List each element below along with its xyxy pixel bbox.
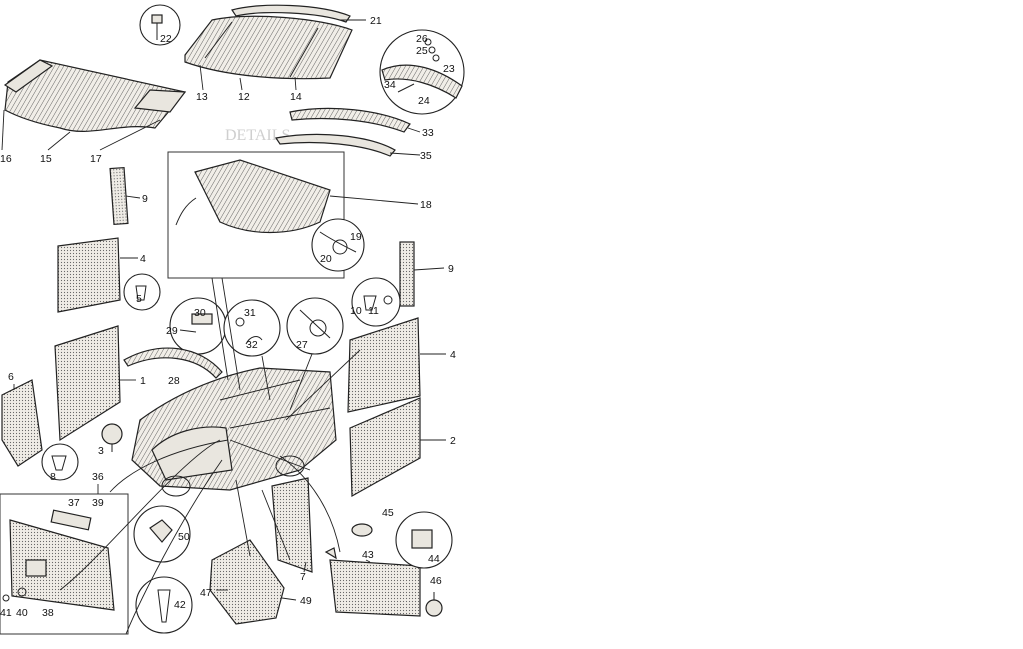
rear-curtain-18 — [194, 159, 331, 234]
callout-30: 30 — [194, 307, 206, 319]
callout-31: 31 — [244, 307, 256, 319]
trim-strip-9-right — [399, 241, 415, 307]
side-panel-2 — [349, 397, 421, 498]
visor-43 — [329, 559, 421, 617]
quarter-panel-6 — [1, 379, 43, 467]
door-panel-7 — [271, 477, 313, 573]
callout-10: 10 — [350, 305, 362, 317]
callout-12: 12 — [238, 91, 250, 103]
callout-35: 35 — [420, 150, 432, 162]
callout-11: 11 — [368, 305, 379, 317]
callout-38: 38 — [42, 607, 54, 619]
board-end-16 — [3, 59, 54, 93]
callout-44: 44 — [428, 553, 440, 565]
callout-9-right: 9 — [448, 263, 454, 275]
callout-45: 45 — [382, 507, 394, 519]
detail-box-36 — [0, 493, 129, 635]
floor-board-15 — [4, 59, 187, 132]
roof-rail-33 — [289, 107, 411, 133]
callout-21: 21 — [370, 15, 382, 27]
callout-32: 32 — [246, 339, 258, 351]
callout-19: 19 — [350, 231, 362, 243]
callout-13: 13 — [196, 91, 208, 103]
faint-heading: DETAILS — [225, 127, 290, 144]
callout-1: 1 — [140, 375, 146, 387]
detail-box-18 — [167, 151, 345, 279]
detail-circle-31 — [223, 299, 281, 357]
callout-27: 27 — [296, 339, 308, 351]
board-end-17 — [133, 89, 187, 113]
callout-4-right: 4 — [450, 349, 456, 361]
callout-33: 33 — [422, 127, 434, 139]
rail-28 — [123, 347, 223, 379]
knob-46 — [425, 592, 443, 617]
clip-3 — [101, 423, 123, 452]
detail-circle-50 — [133, 505, 191, 563]
callout-3: 3 — [98, 445, 104, 457]
callout-49: 49 — [300, 595, 312, 607]
door-trim-38 — [9, 519, 115, 611]
callout-25: 25 — [416, 45, 428, 57]
detail-circle-42 — [135, 576, 193, 634]
detail-circle-8 — [41, 443, 79, 481]
van-body — [131, 367, 337, 497]
callout-26: 26 — [416, 33, 428, 45]
callout-18: 18 — [420, 199, 432, 211]
detail-circle-5 — [123, 273, 161, 311]
callout-23: 23 — [443, 63, 455, 75]
callout-29: 29 — [166, 325, 178, 337]
detail-circle-27 — [286, 297, 344, 355]
parts-diagram: DETAILS — [0, 4, 465, 635]
callout-16: 16 — [0, 153, 12, 165]
callout-labels: 21 22 26 25 23 34 24 13 12 14 33 35 16 1… — [0, 15, 456, 619]
roof-rail-21 — [231, 4, 351, 23]
callout-47: 47 — [200, 587, 212, 599]
callout-36: 36 — [92, 471, 104, 483]
headlining-12 — [184, 15, 353, 80]
callout-22: 22 — [160, 33, 172, 45]
bolt-22 — [139, 4, 181, 46]
side-panel-4-left — [57, 237, 121, 313]
detail-circle-19 — [311, 218, 365, 272]
callout-14: 14 — [290, 91, 302, 103]
callout-39: 39 — [92, 497, 104, 509]
callout-40: 40 — [16, 607, 28, 619]
callout-2: 2 — [450, 435, 456, 447]
handle-37 — [50, 509, 92, 531]
callout-8: 8 — [50, 471, 56, 483]
callout-17: 17 — [90, 153, 102, 165]
callout-4-left: 4 — [140, 253, 146, 265]
callout-42: 42 — [174, 599, 186, 611]
clip-45 — [351, 523, 373, 537]
detail-circle-44 — [395, 511, 453, 569]
detail-circle-10 — [351, 277, 401, 327]
callout-28: 28 — [168, 375, 180, 387]
callout-46: 46 — [430, 575, 442, 587]
callout-34: 34 — [384, 79, 396, 91]
callout-15: 15 — [40, 153, 52, 165]
mat-47 — [209, 539, 285, 625]
detail-circle-23 — [379, 29, 465, 115]
callout-5: 5 — [136, 293, 142, 305]
callout-20: 20 — [320, 253, 332, 265]
side-panel-1 — [54, 325, 121, 442]
callout-41: 41 — [0, 607, 12, 619]
callout-50: 50 — [178, 531, 190, 543]
callout-24: 24 — [418, 95, 430, 107]
callout-9-left: 9 — [142, 193, 148, 205]
callout-7: 7 — [300, 571, 306, 583]
callout-43: 43 — [362, 549, 374, 561]
callout-37: 37 — [68, 497, 80, 509]
trim-strip-9-left — [109, 166, 129, 226]
side-panel-4-right — [347, 317, 421, 413]
callout-6: 6 — [8, 371, 14, 383]
